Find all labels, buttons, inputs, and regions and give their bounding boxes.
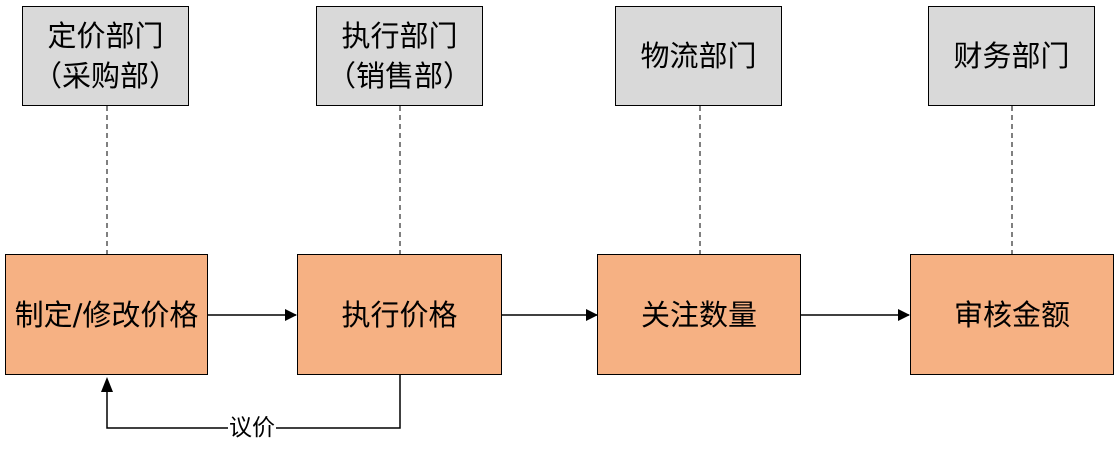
department-title-logistics: 物流部门: [640, 39, 757, 73]
process-box-track-quantity: 关注数量: [597, 254, 801, 375]
feedback-label-negotiation: 议价: [228, 414, 276, 442]
process-box-set-modify-price: 制定/修改价格: [5, 254, 208, 375]
feedback-loop-arrowhead: [101, 377, 113, 392]
process-label-set-modify-price: 制定/修改价格: [14, 297, 199, 332]
department-title-pricing: 定价部门: [47, 19, 164, 53]
process-box-execute-price: 执行价格: [297, 254, 502, 375]
department-box-logistics: 物流部门: [615, 6, 782, 106]
process-label-audit-amount: 审核金额: [953, 297, 1070, 332]
department-subtitle-pricing: （采购部）: [32, 59, 178, 93]
process-label-execute-price: 执行价格: [341, 297, 458, 332]
process-box-audit-amount: 审核金额: [910, 254, 1114, 375]
department-subtitle-execution: （销售部）: [326, 59, 472, 93]
department-box-pricing: 定价部门 （采购部）: [22, 6, 189, 106]
department-title-finance: 财务部门: [953, 39, 1070, 73]
process-label-track-quantity: 关注数量: [640, 297, 757, 332]
department-box-finance: 财务部门: [928, 6, 1095, 106]
department-title-execution: 执行部门: [341, 19, 458, 53]
department-box-execution: 执行部门 （销售部）: [316, 6, 483, 106]
